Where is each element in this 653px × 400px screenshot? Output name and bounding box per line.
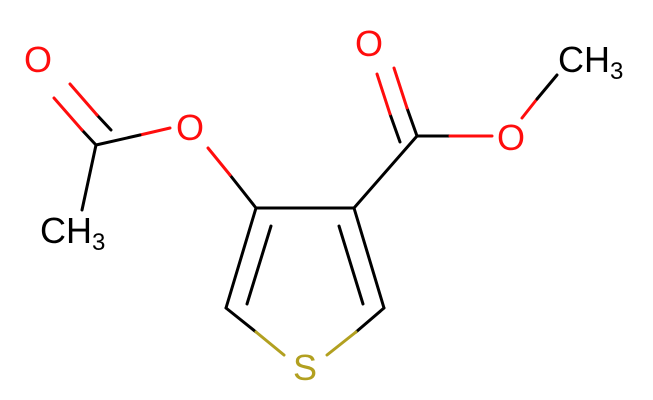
bond-c-o-double-b-black: [95, 113, 113, 132]
bond-c-ch3: [80, 143, 98, 212]
bond-c3-c2: [224, 206, 258, 310]
bond-o-c-black: [94, 133, 142, 147]
bond-c2-s-black: [224, 306, 258, 334]
thiophene-ring: [224, 206, 386, 357]
bond-c4-c5-double: [337, 224, 365, 306]
bond-c2-s-yellow: [254, 330, 286, 357]
bond-c4-c: [352, 134, 419, 210]
bond-c5-s-black: [354, 306, 386, 334]
atom-sulfur: S: [293, 347, 317, 388]
bond-c3-o: [228, 173, 258, 210]
bond-o-c-red: [138, 126, 172, 137]
bond-o-ch3-red: [520, 97, 539, 120]
atom-o-carbonyl-right: O: [355, 23, 383, 64]
bond-c3-o-red: [206, 146, 232, 177]
bond-c-o-double-a-red: [52, 96, 84, 132]
acetoxy-group: [52, 82, 258, 212]
bond-c-o-double-a-black: [80, 128, 98, 147]
bond-c3-c2-double: [245, 224, 273, 306]
bond-c5-s-yellow: [325, 330, 358, 357]
atom-o-ketone-left: O: [24, 39, 52, 80]
methyl-ester-group: [352, 66, 559, 210]
atom-ch3-left: CH: [40, 210, 92, 251]
bond-c-o-double-b-red: [68, 82, 99, 117]
bond-c-o-double-2-black: [388, 112, 402, 144]
bond-c4-c5: [352, 206, 386, 310]
atom-ch3-left-subscript: 3: [92, 229, 105, 256]
atom-o-ester-left: O: [176, 107, 204, 148]
atom-o-ester-right: O: [497, 117, 525, 158]
bond-o-ch3-black: [535, 73, 559, 101]
bond-c-o-double-2-red: [375, 72, 392, 116]
bond-c-o-double-1-black: [405, 106, 419, 138]
atom-ch3-right-subscript: 3: [610, 58, 623, 85]
bond-c-o-double-1-red: [392, 66, 409, 110]
atom-ch3-right: CH: [558, 39, 610, 80]
